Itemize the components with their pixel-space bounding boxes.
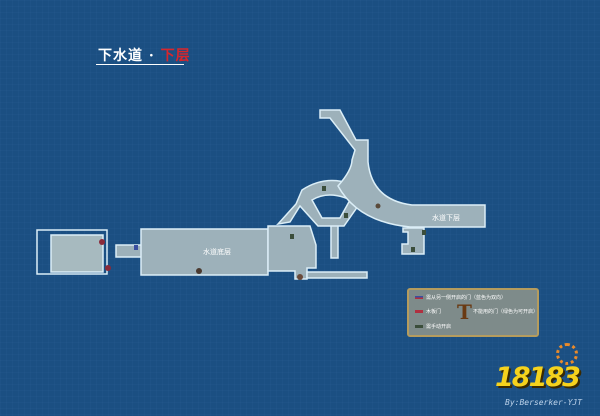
crowbar-icon: T: [457, 300, 472, 324]
legend-row-locked-door: 需从另一侧开启的门（蓝色为双向）: [415, 294, 506, 301]
legend-text: 需手动开启: [426, 324, 452, 330]
sun-logo-icon: [556, 343, 578, 365]
left-building-outline: [36, 229, 108, 275]
left-building: [50, 234, 104, 273]
map-legend: 需从另一侧开启的门（蓝色为双向） 木板门 T 不能用的门（绿色为可开启） 需手动…: [407, 288, 539, 337]
door-swatch-icon: [415, 296, 423, 299]
connector-corridor: [115, 244, 143, 258]
title-main: 下水道 ·: [98, 48, 161, 64]
title-floor: 下层: [160, 48, 191, 64]
room-label-bottom: 水道底层: [203, 248, 231, 256]
legend-row-manual: 需手动开启: [415, 323, 451, 330]
south-corridor: [306, 271, 368, 279]
manual-door-icon: [415, 325, 423, 328]
room-bottom: [140, 228, 269, 276]
title-underline: [96, 64, 184, 65]
small-room: [401, 227, 425, 255]
legend-row-wood-door: 木板门: [415, 308, 441, 315]
site-logo: 18183: [495, 362, 581, 393]
wood-door-icon: [415, 310, 423, 313]
map-title: 下水道 · 下层: [98, 45, 191, 65]
legend-text: 不能用的门（绿色为可开启）: [473, 309, 539, 315]
legend-text: 需从另一侧开启的门（蓝色为双向）: [426, 295, 507, 301]
room-label-lower: 水道下层: [432, 214, 460, 222]
sewer-lower-corridor: [319, 109, 486, 228]
door-markers: [99, 186, 426, 280]
legend-row-unusable-door: 不能用的门（绿色为可开启）: [473, 308, 538, 315]
legend-text: 木板门: [426, 309, 442, 315]
author-credit: By:Berserker-YJT: [505, 398, 583, 407]
